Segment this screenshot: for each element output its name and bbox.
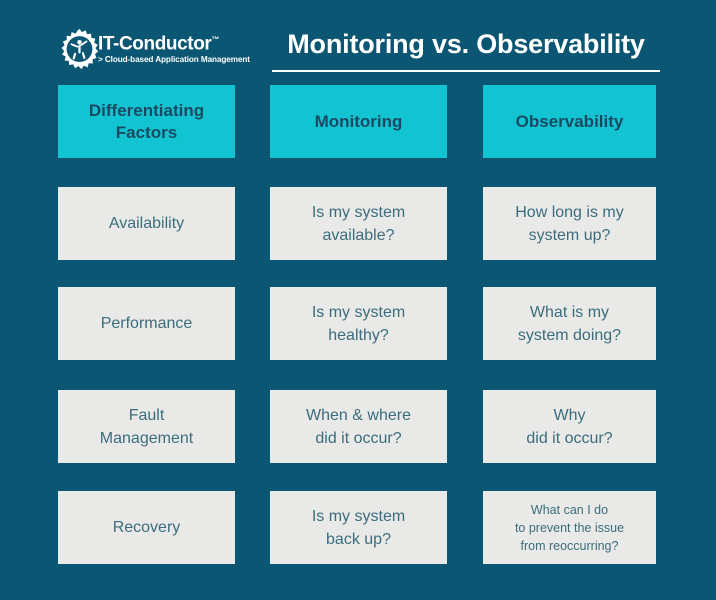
- table-row: Performance Is my system healthy? What i…: [58, 287, 656, 360]
- column-header-factors: Differentiating Factors: [58, 85, 235, 158]
- monitoring-label: When & where did it occur?: [306, 406, 411, 447]
- monitoring-cell: When & where did it occur?: [270, 390, 447, 463]
- column-header-observability: Observability: [483, 85, 656, 158]
- table-header-row: Differentiating Factors Monitoring Obser…: [58, 85, 656, 158]
- brand-name-text: IT-Conductor: [98, 33, 212, 55]
- column-header-factors-label: Differentiating Factors: [88, 100, 205, 142]
- monitoring-cell: Is my system available?: [270, 187, 447, 260]
- factor-cell: Availability: [58, 187, 235, 260]
- column-header-monitoring-label: Monitoring: [314, 111, 403, 131]
- factor-cell: Recovery: [58, 491, 235, 564]
- comparison-table: Differentiating Factors Monitoring Obser…: [58, 85, 656, 564]
- factor-label: Performance: [100, 315, 193, 332]
- monitoring-cell: Is my system back up?: [270, 491, 447, 564]
- table-row: Recovery Is my system back up? What can …: [58, 491, 656, 564]
- observability-label: What can I do to prevent the issue from …: [514, 502, 625, 553]
- page-title: Monitoring vs. Observability: [287, 29, 645, 59]
- monitoring-cell: Is my system healthy?: [270, 287, 447, 360]
- brand-text: IT-Conductor™ > Cloud-based Application …: [98, 29, 250, 65]
- header-bar: IT-Conductor™ > Cloud-based Application …: [0, 0, 716, 82]
- observability-label: How long is my system up?: [515, 203, 624, 244]
- gear-conductor-icon: [58, 28, 101, 71]
- column-header-monitoring: Monitoring: [270, 85, 447, 158]
- monitoring-label: Is my system healthy?: [311, 303, 406, 344]
- brand-name: IT-Conductor™: [98, 29, 248, 54]
- factor-label: Recovery: [112, 519, 181, 536]
- brand-tagline: > Cloud-based Application Management: [98, 55, 250, 65]
- table-row: Fault Management When & where did it occ…: [58, 390, 656, 463]
- column-header-observability-label: Observability: [515, 111, 624, 131]
- observability-cell: What is my system doing?: [483, 287, 656, 360]
- brand-logo[interactable]: IT-Conductor™ > Cloud-based Application …: [58, 27, 250, 73]
- monitoring-label: Is my system available?: [311, 203, 406, 244]
- observability-cell: What can I do to prevent the issue from …: [483, 491, 656, 564]
- trademark-symbol: ™: [211, 35, 220, 44]
- factor-cell: Fault Management: [58, 390, 235, 463]
- observability-cell: How long is my system up?: [483, 187, 656, 260]
- factor-label: Availability: [108, 215, 185, 232]
- table-row: Availability Is my system available? How…: [58, 187, 656, 260]
- title-underline: [272, 70, 660, 72]
- observability-label: What is my system doing?: [517, 303, 622, 344]
- factor-cell: Performance: [58, 287, 235, 360]
- factor-label: Fault Management: [99, 406, 194, 447]
- observability-label: Why did it occur?: [526, 406, 613, 447]
- monitoring-label: Is my system back up?: [311, 507, 406, 548]
- observability-cell: Why did it occur?: [483, 390, 656, 463]
